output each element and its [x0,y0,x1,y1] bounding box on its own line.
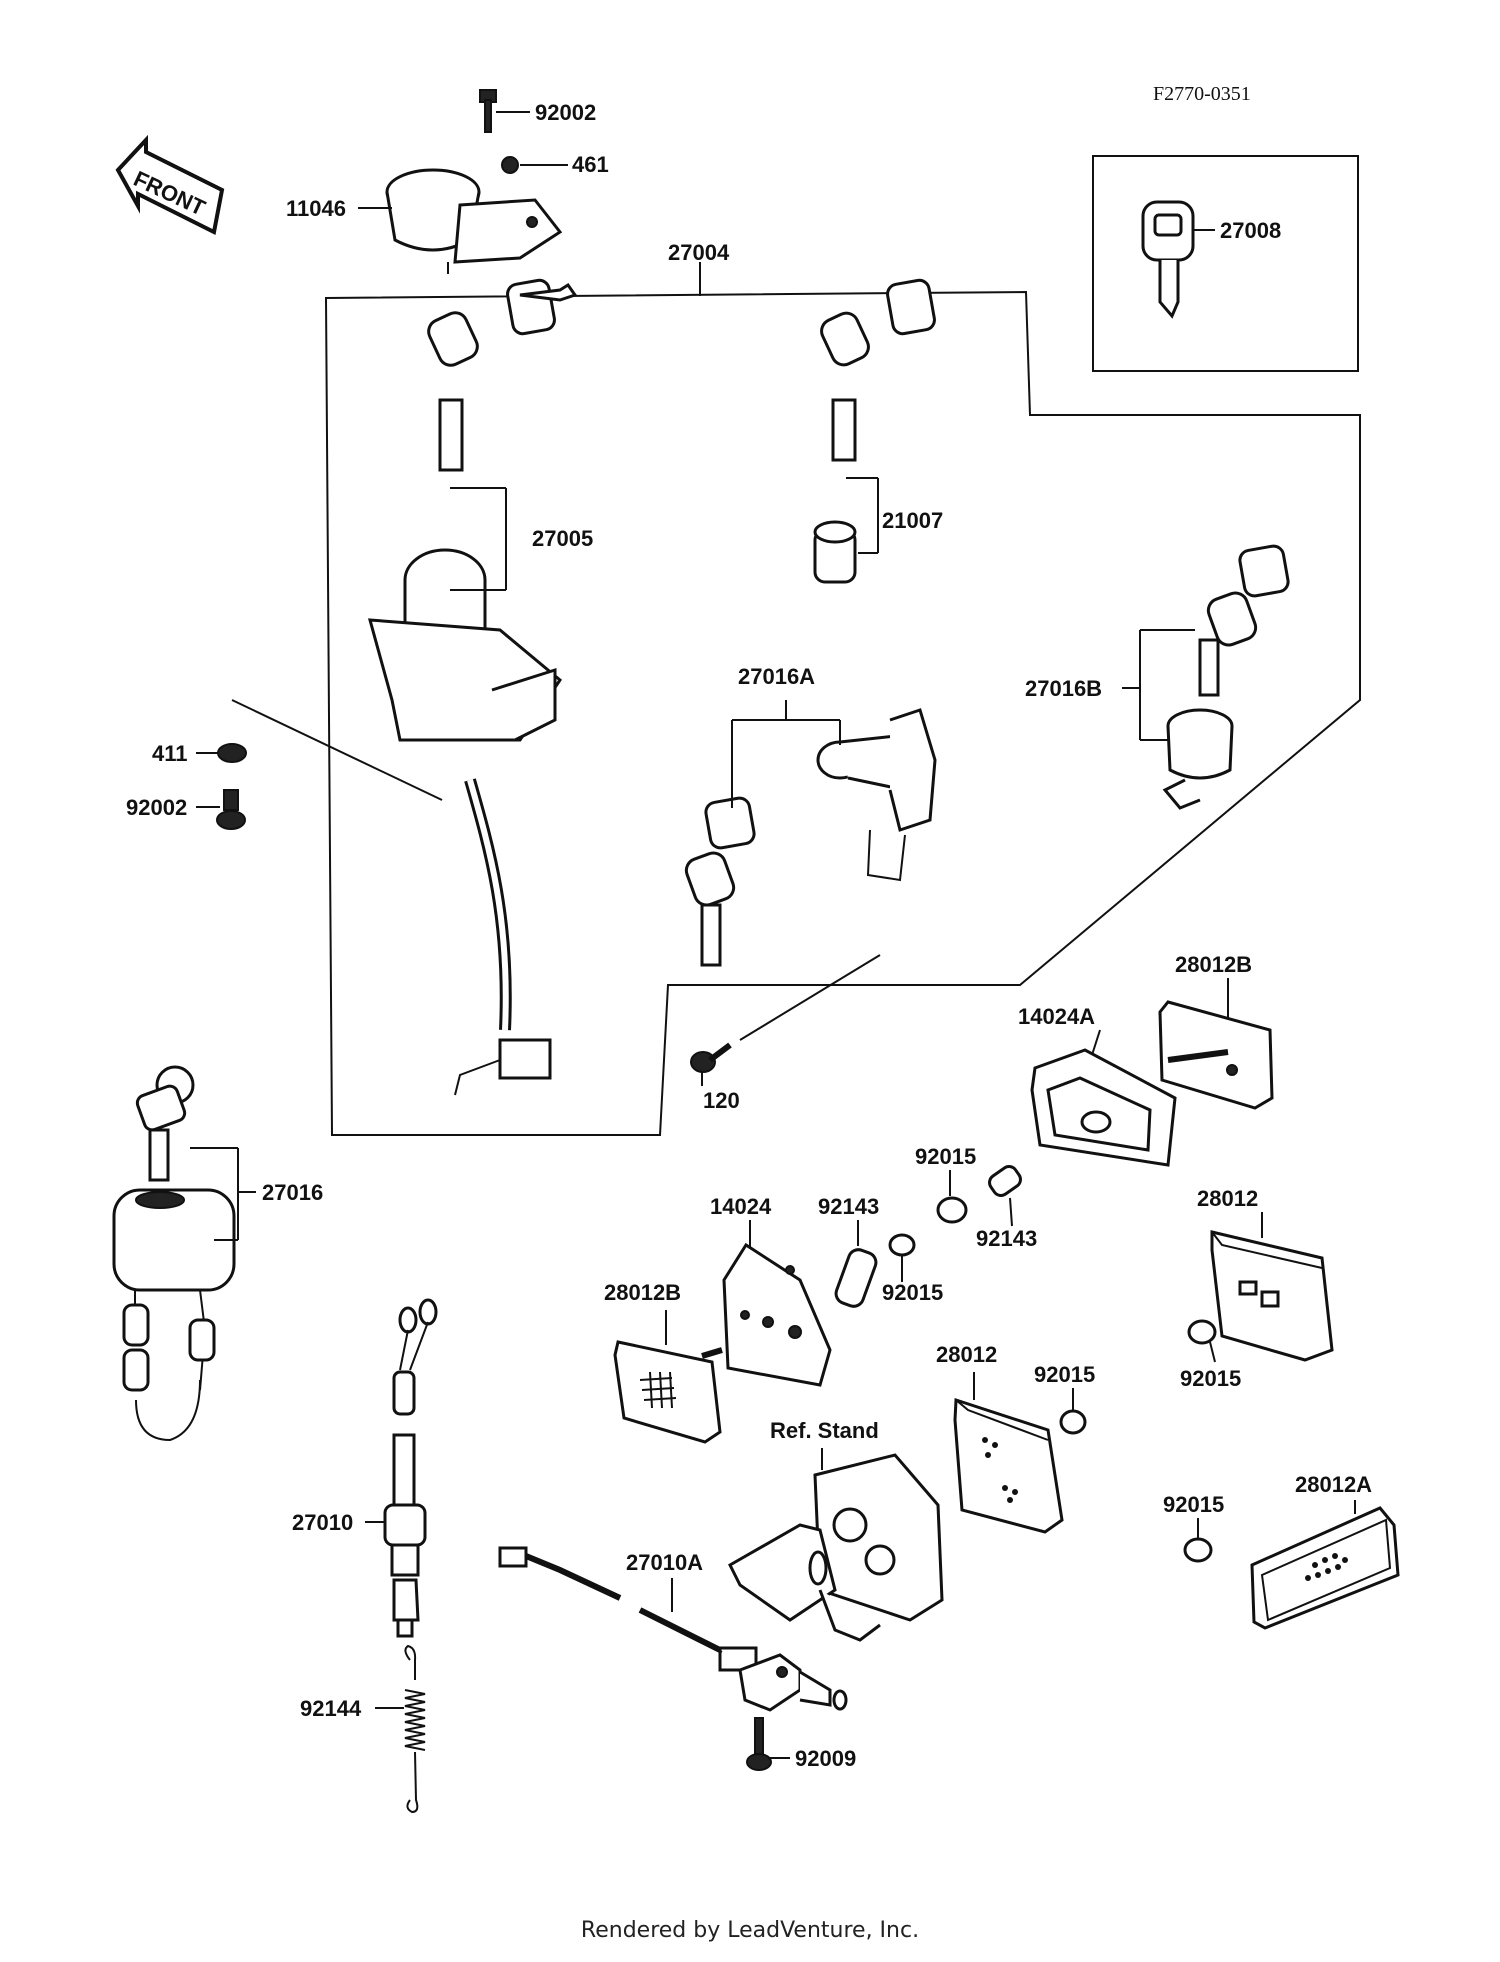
label-11046: 11046 [286,196,346,221]
label-92002-top: 92002 [535,100,596,125]
ignition-switch-27005 [367,278,578,1096]
label-92015-a: 92015 [915,1144,976,1169]
label-120: 120 [703,1088,740,1113]
spacer-92143-b [834,1248,878,1308]
label-411: 411 [152,741,188,766]
lock-27016A [684,708,937,967]
label-92015-b: 92015 [882,1280,943,1305]
footer-credit: Rendered by LeadVenture, Inc. [580,1918,920,1943]
bolt-92002-left [216,789,246,830]
nut-92015-b [888,1233,916,1257]
spacer-92143-a [988,1165,1022,1197]
label-28012-right: 28012 [1197,1186,1258,1211]
bracket-14024A [1030,1048,1177,1167]
switch-27010 [383,1298,438,1638]
ref-stand [728,1453,944,1642]
label-92143-b: 92143 [976,1226,1037,1251]
label-92009: 92009 [795,1746,856,1771]
label-28012A: 28012A [1295,1472,1372,1497]
label-27004: 27004 [668,240,730,265]
label-21007: 21007 [882,508,943,533]
label-ref-stand: Ref. Stand [770,1418,879,1443]
chain-lock-27016 [112,1065,236,1442]
nut-92015-a [936,1196,968,1224]
label-27016B: 27016B [1025,676,1102,701]
reflector-28012A [1250,1506,1400,1630]
reflector-28012-mid [953,1397,1064,1534]
label-14024A: 14024A [1018,1004,1095,1029]
box-27008 [1092,155,1359,372]
label-461: 461 [572,152,609,177]
label-27005: 27005 [532,526,593,551]
front-arrow-icon: FRONT [115,134,225,235]
label-28012B-top: 28012B [1175,952,1252,977]
reflector-28012-right [1210,1230,1334,1362]
label-92015-d: 92015 [1180,1366,1241,1391]
label-14024: 14024 [710,1194,772,1219]
label-92015-e: 92015 [1163,1492,1224,1517]
screw-120 [690,1042,732,1073]
nut-92015-d [1187,1319,1217,1345]
washer-411 [217,743,247,763]
lock-27016B [1162,544,1290,810]
key-cylinder-21007 [813,278,936,584]
spring-92144 [404,1644,426,1814]
kit-27004-outline [324,290,1361,1136]
label-27010A: 27010A [626,1550,703,1575]
bracket-14024 [722,1242,832,1387]
label-28012-mid: 28012 [936,1342,997,1367]
label-27016: 27016 [262,1180,323,1205]
reflector-28012B-top [1158,1000,1274,1110]
reflector-28012B-left [613,1340,723,1444]
label-92015-c: 92015 [1034,1362,1095,1387]
diagram-code: F2770-0351 [1153,83,1251,105]
key-27008 [1141,200,1195,319]
screw-92009 [746,1717,772,1771]
housing-11046 [385,89,563,274]
label-27008: 27008 [1220,218,1281,243]
label-92143-a: 92143 [818,1194,879,1219]
label-27016A: 27016A [738,664,815,689]
nut-92015-c [1059,1409,1087,1435]
label-28012B-left: 28012B [604,1280,681,1305]
label-92144: 92144 [300,1696,362,1721]
nut-92015-e [1183,1537,1213,1563]
label-27010: 27010 [292,1510,353,1535]
label-92002-left: 92002 [126,795,187,820]
